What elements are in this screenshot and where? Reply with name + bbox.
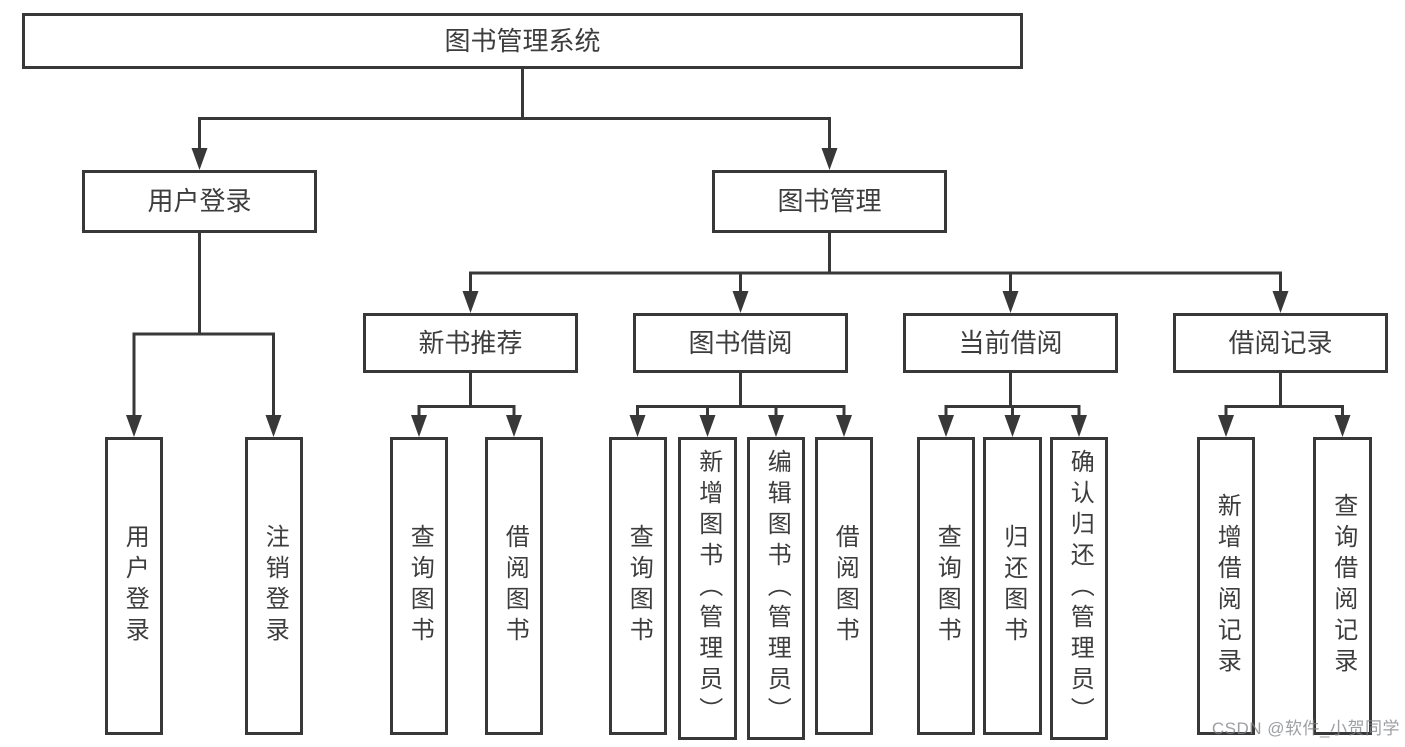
- leaf-edit-books-admin: 编辑图书（管理员）: [747, 437, 805, 740]
- leaf-return-books: 归还图书: [983, 437, 1042, 735]
- leaf-add-borrow-record: 新增借阅记录: [1197, 437, 1255, 735]
- node-borrowing-records: 借阅记录: [1173, 313, 1388, 373]
- node-book-borrowing: 图书借阅: [633, 313, 848, 373]
- leaf-borrow-books-recommend: 借阅图书: [485, 437, 543, 735]
- leaf-user-login: 用户登录: [105, 437, 163, 735]
- node-current-borrowing: 当前借阅: [903, 313, 1118, 373]
- node-new-book-recommend: 新书推荐: [363, 313, 578, 373]
- node-user-login-module: 用户登录: [82, 170, 317, 233]
- csdn-watermark: CSDN @软件_小贺同学: [1211, 719, 1400, 738]
- leaf-borrow-books-borrow: 借阅图书: [815, 437, 873, 735]
- leaf-add-books-admin: 新增图书（管理员）: [678, 437, 737, 740]
- node-root-system: 图书管理系统: [22, 13, 1023, 69]
- leaf-logout: 注销登录: [245, 437, 303, 735]
- leaf-query-borrow-record: 查询借阅记录: [1313, 437, 1372, 735]
- leaf-confirm-return-admin: 确认归还（管理员）: [1050, 437, 1108, 740]
- leaf-query-books-borrow: 查询图书: [609, 437, 667, 735]
- leaf-query-books-recommend: 查询图书: [390, 437, 448, 735]
- node-book-management-module: 图书管理: [712, 170, 947, 233]
- leaf-query-books-current: 查询图书: [917, 437, 975, 735]
